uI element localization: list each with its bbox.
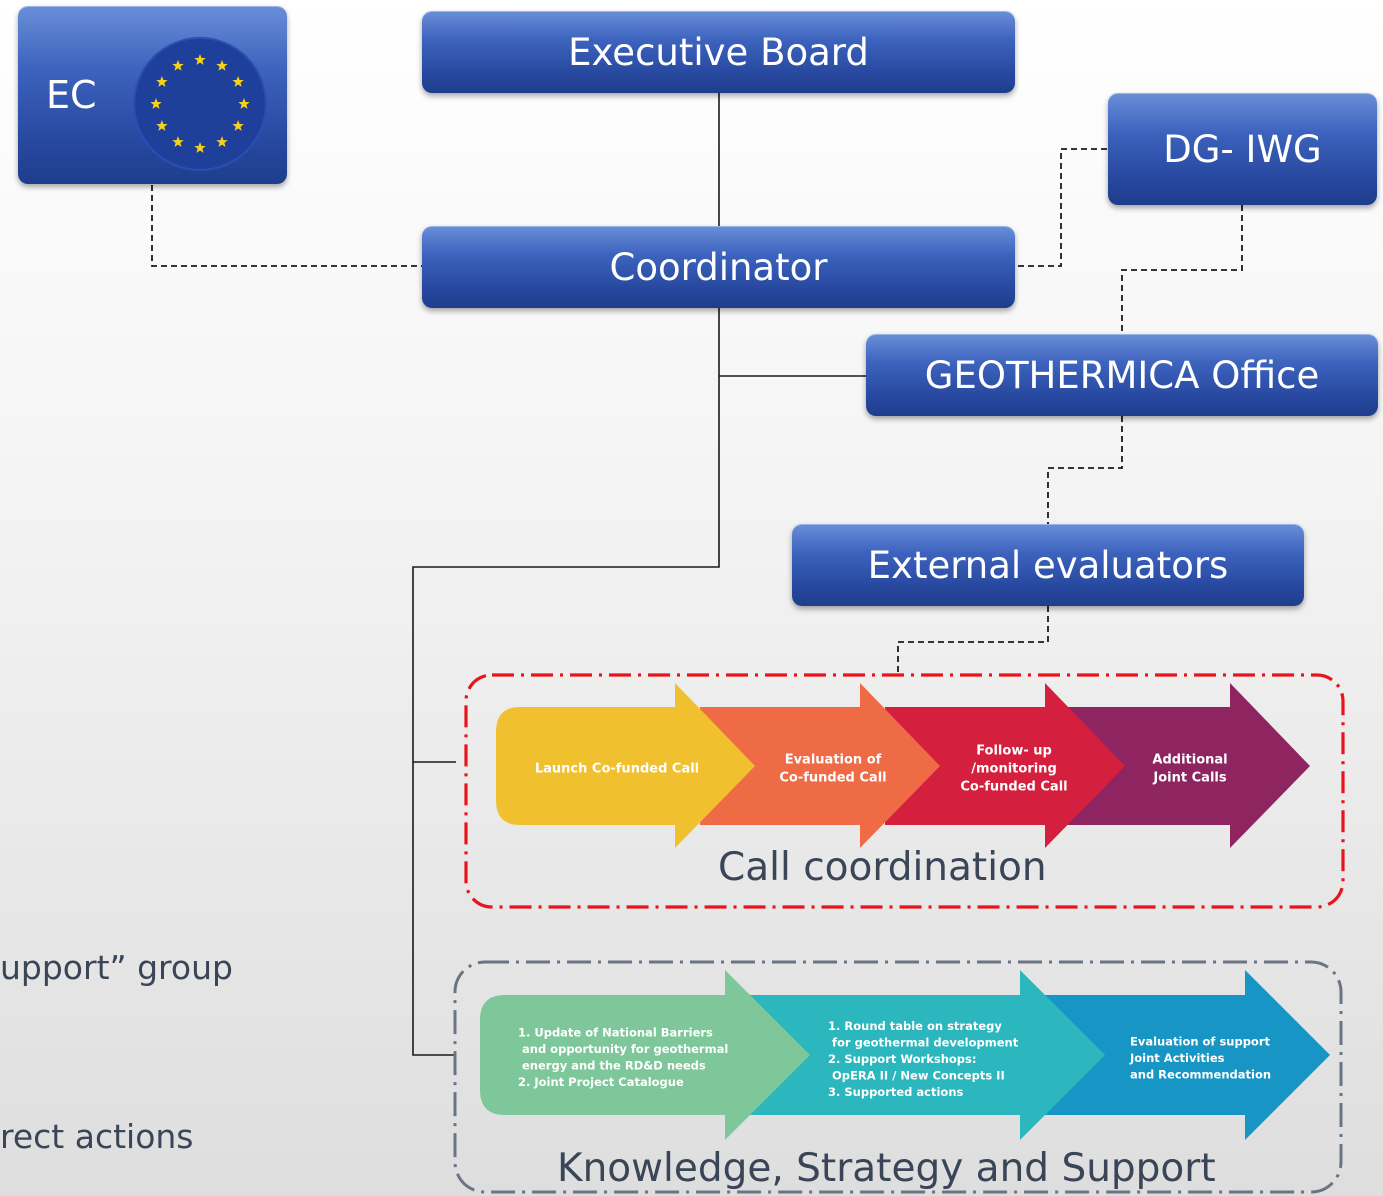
eu-flag-icon xyxy=(133,37,267,171)
ks-step-3-chevron xyxy=(1030,970,1330,1140)
ks-step-1-text: 1. Update of National Barriers and oppor… xyxy=(518,1025,728,1089)
call-step-1-chevron xyxy=(496,683,755,848)
external-evaluators-label: External evaluators xyxy=(867,543,1229,587)
eu-star-icon xyxy=(172,59,184,71)
knowledge-strategy-border xyxy=(453,960,1343,1194)
call-step-1-text: Launch Co-funded Call xyxy=(535,762,699,777)
eu-star-icon xyxy=(150,98,162,109)
call-coordination-border xyxy=(464,673,1345,909)
eu-star-icon xyxy=(216,59,228,71)
eu-star-icon xyxy=(238,98,250,109)
eu-star-icon xyxy=(156,76,168,87)
geothermica-office-box[interactable]: GEOTHERMICA Office xyxy=(866,334,1378,416)
eu-star-icon xyxy=(194,142,206,153)
call-step-2-chevron xyxy=(700,683,940,848)
side-text-direct-actions: rect actions xyxy=(0,1117,194,1156)
eu-star-icon xyxy=(216,136,228,147)
coordinator-label: Coordinator xyxy=(609,245,828,289)
call-coordination-label: Call coordination xyxy=(718,845,1047,890)
ks-step-2-chevron xyxy=(745,970,1105,1140)
ec-label: EC xyxy=(46,73,97,117)
ks-step-1-chevron xyxy=(480,970,810,1140)
side-text-support-group: upport” group xyxy=(0,948,233,987)
eu-star-icon xyxy=(172,136,184,147)
executive-board-box[interactable]: Executive Board xyxy=(422,11,1015,93)
executive-board-label: Executive Board xyxy=(568,30,869,74)
call-step-4-chevron xyxy=(1065,683,1310,848)
external-evaluators-box[interactable]: External evaluators xyxy=(792,524,1304,606)
eu-star-icon xyxy=(156,120,168,131)
eu-star-icon xyxy=(232,76,244,87)
geothermica-office-label: GEOTHERMICA Office xyxy=(924,353,1320,397)
call-step-3-chevron xyxy=(885,683,1125,848)
eu-star-icon xyxy=(194,54,206,65)
ec-box[interactable]: EC xyxy=(18,6,287,184)
coordinator-box[interactable]: Coordinator xyxy=(422,226,1015,308)
dg-iwg-box[interactable]: DG- IWG xyxy=(1108,93,1377,205)
ks-step-2-text: 1. Round table on strategy for geotherma… xyxy=(828,1019,1019,1099)
knowledge-strategy-label: Knowledge, Strategy and Support xyxy=(557,1146,1216,1191)
dg-iwg-label: DG- IWG xyxy=(1163,127,1322,171)
eu-star-icon xyxy=(232,120,244,131)
